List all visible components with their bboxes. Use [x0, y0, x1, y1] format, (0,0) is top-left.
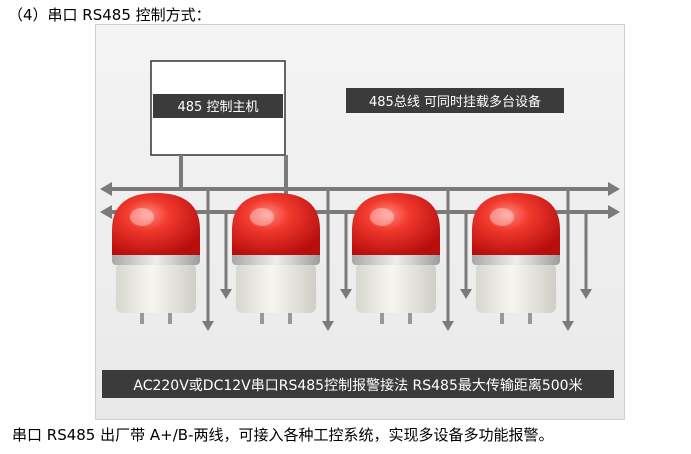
red-alarm-lamp-icon — [112, 193, 200, 255]
lamp-pin — [500, 310, 504, 324]
alarm-lamp — [352, 189, 472, 331]
lamp-base — [116, 263, 196, 313]
bus-label: 485总线 可同时挂载多台设备 — [369, 94, 541, 110]
lamp-base — [476, 263, 556, 313]
lamp-pin — [288, 310, 292, 324]
down-arrow-icon — [220, 289, 232, 299]
lamp-pin — [408, 310, 412, 324]
lamp-pin — [168, 310, 172, 324]
down-arrow-icon — [322, 321, 334, 331]
lamp-pin — [140, 310, 144, 324]
red-alarm-lamp-icon — [472, 193, 560, 255]
alarm-lamp — [472, 189, 592, 331]
section-heading: （4）串口 RS485 控制方式： — [8, 6, 211, 24]
rs485-wiring-figure: 485 控制主机 485总线 可同时挂载多台设备 AC220V或DC12V串口R… — [95, 24, 625, 420]
red-alarm-lamp-icon — [232, 193, 320, 255]
lamp-highlight — [130, 208, 154, 226]
wiring-diagram: 485 控制主机 485总线 可同时挂载多台设备 AC220V或DC12V串口R… — [100, 60, 620, 398]
bottom-label-bg — [102, 370, 614, 398]
down-arrow-icon — [562, 321, 574, 331]
controller-label-bg — [153, 94, 283, 118]
down-arrow-icon — [580, 289, 592, 299]
bus-arrow-icon — [608, 182, 620, 196]
document-caption: 串口 RS485 出厂带 A+/B-两线，可接入各种工控系统，实现多设备多功能报… — [12, 426, 554, 444]
bus-arrow-icon — [100, 182, 112, 196]
bottom-label: AC220V或DC12V串口RS485控制报警接法 RS485最大传输距离500… — [133, 377, 582, 394]
down-arrow-icon — [340, 289, 352, 299]
lamp-pin — [528, 310, 532, 324]
lamp-highlight — [490, 208, 514, 226]
bus-label-bg — [346, 88, 564, 113]
down-arrow-icon — [460, 289, 472, 299]
down-arrow-icon — [202, 321, 214, 331]
lamp-base — [356, 263, 436, 313]
red-alarm-lamp-icon — [352, 193, 440, 255]
lamp-pin — [380, 310, 384, 324]
bus-arrow-icon — [100, 205, 112, 219]
alarm-lamp — [232, 189, 352, 331]
down-arrow-icon — [442, 321, 454, 331]
bus-arrow-icon — [608, 205, 620, 219]
alarm-lamp — [112, 189, 232, 331]
lamp-highlight — [250, 208, 274, 226]
controller-label: 485 控制主机 — [178, 100, 259, 115]
lamp-pin — [260, 310, 264, 324]
alarm-lamps — [112, 189, 592, 331]
lamp-highlight — [370, 208, 394, 226]
lamp-base — [236, 263, 316, 313]
